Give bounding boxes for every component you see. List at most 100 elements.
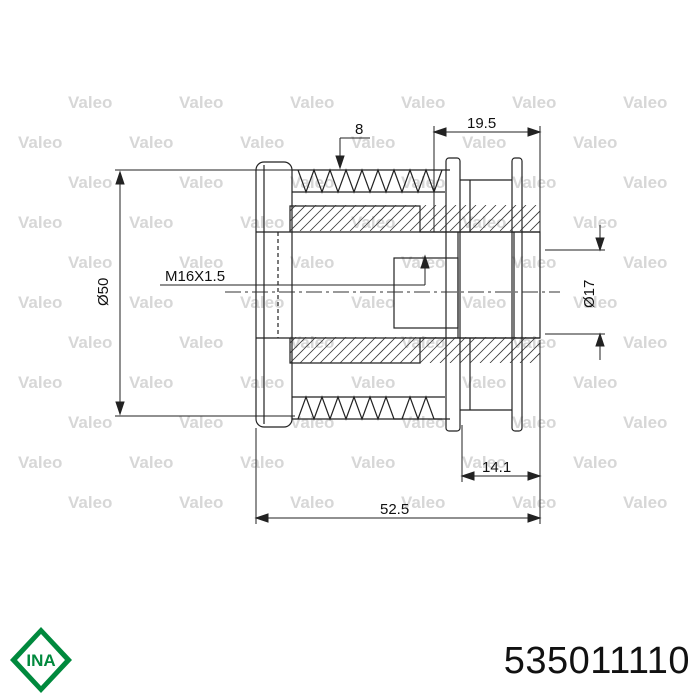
hatch-line xyxy=(479,337,507,363)
hatch-line xyxy=(519,342,540,363)
dim-thread: M16X1.5 xyxy=(165,268,225,285)
hatch-line xyxy=(449,337,477,363)
watermark-text: Valeo xyxy=(179,333,223,352)
watermark-text: Valeo xyxy=(129,293,173,312)
hatch-line xyxy=(309,337,337,363)
watermark-text: Valeo xyxy=(68,413,112,432)
hatch-line xyxy=(319,337,347,363)
watermark-text: Valeo xyxy=(351,373,395,392)
watermark-text: Valeo xyxy=(240,133,284,152)
hatch-line xyxy=(339,337,367,363)
watermark-text: Valeo xyxy=(18,373,62,392)
hatch-line xyxy=(290,337,297,344)
hatch-line xyxy=(409,205,437,231)
watermark-text: Valeo xyxy=(18,293,62,312)
hatch-line xyxy=(389,337,417,363)
watermark-text: Valeo xyxy=(68,493,112,512)
hatch-line xyxy=(379,337,407,363)
hatch-line xyxy=(399,205,427,231)
hatch-line xyxy=(469,205,497,231)
dim-hub-length: 19.5 xyxy=(467,115,496,132)
watermark-text: Valeo xyxy=(129,373,173,392)
watermark-text: Valeo xyxy=(623,413,667,432)
hatch-line xyxy=(529,220,540,231)
watermark-text: Valeo xyxy=(290,93,334,112)
hatch-line xyxy=(359,337,387,363)
hatch-line xyxy=(250,337,276,363)
watermark-text: Valeo xyxy=(623,493,667,512)
hatch-line xyxy=(369,205,397,231)
watermark-text: Valeo xyxy=(68,173,112,192)
hatch-line xyxy=(419,205,447,231)
watermark-text: Valeo xyxy=(401,333,445,352)
watermark-text: Valeo xyxy=(179,253,223,272)
watermark-text: Valeo xyxy=(179,413,223,432)
hatch-line xyxy=(439,337,467,363)
hatch-line xyxy=(560,337,586,363)
hatch-line xyxy=(429,337,457,363)
hatch-line xyxy=(409,337,437,363)
hatch-line xyxy=(489,337,517,363)
hatch-line xyxy=(389,205,417,231)
watermark-text: Valeo xyxy=(512,493,556,512)
hatch-line xyxy=(319,205,347,231)
dim-total-length: 52.5 xyxy=(380,501,409,518)
watermark-text: Valeo xyxy=(512,253,556,272)
hatch-line xyxy=(290,337,317,363)
watermark-text: Valeo xyxy=(512,93,556,112)
hatch-line xyxy=(509,337,537,363)
watermark-text: Valeo xyxy=(290,333,334,352)
watermark-text: Valeo xyxy=(623,93,667,112)
watermark-text: Valeo xyxy=(240,453,284,472)
watermark-text: Valeo xyxy=(290,413,334,432)
hatch-line xyxy=(369,337,397,363)
watermark-text: Valeo xyxy=(68,333,112,352)
watermark-text: Valeo xyxy=(462,133,506,152)
watermark-text: Valeo xyxy=(351,453,395,472)
hatch-line xyxy=(349,205,377,231)
hatch-line xyxy=(379,205,407,231)
hatch-line xyxy=(399,337,427,363)
hatch-line xyxy=(299,337,327,363)
hatch-line xyxy=(290,337,307,354)
hatch-line xyxy=(449,205,477,231)
hatch-line xyxy=(529,352,540,363)
ina-logo: INA xyxy=(10,627,72,693)
watermark-text: Valeo xyxy=(462,293,506,312)
hatch-line xyxy=(479,205,507,231)
hatch-line xyxy=(329,337,357,363)
watermark-text: Valeo xyxy=(179,93,223,112)
hatch-line xyxy=(499,205,527,231)
watermark-text: Valeo xyxy=(573,453,617,472)
hatch-line xyxy=(519,210,540,231)
dim-inner-length: 14.1 xyxy=(482,459,511,476)
watermark-text: Valeo xyxy=(351,293,395,312)
watermark-text: Valeo xyxy=(623,333,667,352)
watermark-text: Valeo xyxy=(623,253,667,272)
hatch-line xyxy=(509,205,537,231)
watermark-text: Valeo xyxy=(129,133,173,152)
hatch-line xyxy=(439,205,467,231)
watermark-text: Valeo xyxy=(573,373,617,392)
watermark-text: Valeo xyxy=(462,373,506,392)
watermark-text: Valeo xyxy=(512,173,556,192)
hatch-line xyxy=(489,205,517,231)
hatch-line xyxy=(349,337,377,363)
hatch-line xyxy=(499,337,527,363)
watermark-text: Valeo xyxy=(290,253,334,272)
watermark-text: Valeo xyxy=(401,413,445,432)
dimension-lines xyxy=(115,126,605,524)
watermark-text: Valeo xyxy=(129,213,173,232)
hatch-line xyxy=(459,337,487,363)
hatch-line xyxy=(419,337,447,363)
watermark-text: Valeo xyxy=(240,373,284,392)
watermark-text: Valeo xyxy=(179,173,223,192)
watermark-text: Valeo xyxy=(573,213,617,232)
hatch-line xyxy=(290,205,297,212)
watermark-text: Valeo xyxy=(512,413,556,432)
watermark-text: Valeo xyxy=(401,93,445,112)
dim-groove-pitch: 8 xyxy=(355,121,363,138)
watermark-text: Valeo xyxy=(68,253,112,272)
watermark-text: Valeo xyxy=(401,493,445,512)
